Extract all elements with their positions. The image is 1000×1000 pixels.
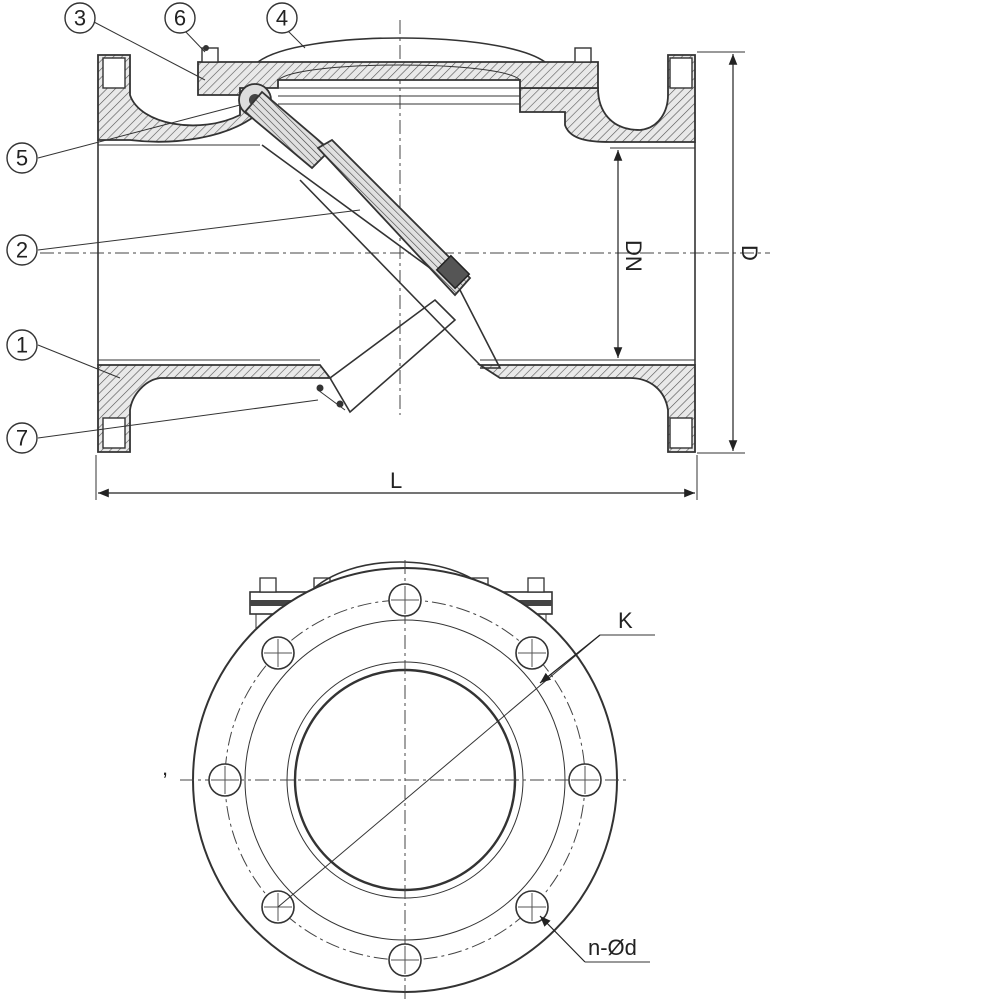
cover-dome <box>257 37 546 63</box>
disc-nut <box>435 254 471 290</box>
callout-5: 5 <box>6 142 38 174</box>
cover-bolt-left <box>201 47 219 63</box>
callout-3: 3 <box>64 2 96 34</box>
callout-4: 4 <box>266 2 298 34</box>
right-flange-bolt-slot-bottom <box>669 417 693 449</box>
svg-text:2: 2 <box>16 238 28 263</box>
left-flange-bolt-slot-top <box>102 57 126 89</box>
right-flange-bottom <box>476 364 696 453</box>
dimension-bolt-holes-label: n-Ød <box>588 935 637 960</box>
stray-mark: , <box>162 755 168 780</box>
svg-text:4: 4 <box>276 6 288 31</box>
dimension-dn-label: DN <box>621 240 646 272</box>
end-view: K n-Ød , <box>162 560 655 1000</box>
right-flange-bolt-slot-top <box>669 57 693 89</box>
dimension-d-label: D <box>737 245 762 261</box>
section-view: L D DN 3 6 4 5 <box>6 2 770 500</box>
bolt-holes <box>208 583 602 977</box>
disc-arm <box>243 90 332 170</box>
callout-7: 7 <box>6 422 38 454</box>
svg-text:1: 1 <box>16 333 28 358</box>
svg-text:3: 3 <box>74 6 86 31</box>
callout-6: 6 <box>164 2 196 34</box>
dimension-k-label: K <box>618 608 633 633</box>
svg-text:6: 6 <box>174 6 186 31</box>
callout-1: 1 <box>6 329 38 361</box>
svg-text:7: 7 <box>16 426 28 451</box>
dimension-l-label: L <box>390 468 402 493</box>
dimension-k-arrow <box>539 634 601 684</box>
left-flange-bottom <box>97 364 332 453</box>
bottom-port <box>328 298 457 414</box>
disc <box>316 138 472 297</box>
left-flange-bolt-slot-bottom <box>102 417 126 449</box>
callout-2: 2 <box>6 234 38 266</box>
cover-bolt-right <box>574 47 592 63</box>
bolt-hole-leader <box>539 915 586 963</box>
svg-text:5: 5 <box>16 146 28 171</box>
